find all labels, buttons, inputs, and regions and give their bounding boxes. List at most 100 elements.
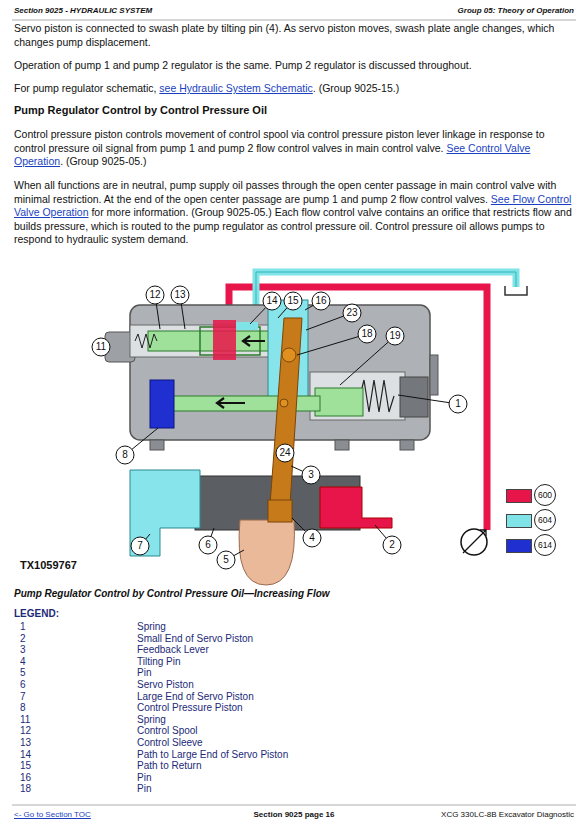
legend-text: Path to Large End of Servo Piston (137, 749, 288, 760)
legend-text: Tilting Pin (137, 656, 181, 667)
legend-text: Large End of Servo Piston (137, 691, 254, 702)
paragraph: <- Go to Section TOC (14, 810, 164, 820)
text: . (Group 9025-05.) (60, 155, 146, 167)
text: . (Group 9025-15.) (313, 82, 399, 94)
leader-line (297, 337, 358, 355)
legend-text: Path to Return (137, 760, 201, 771)
callout-number: 3 (302, 468, 320, 482)
leader-line (398, 395, 449, 403)
paragraph: Control pressure piston controls movemen… (14, 128, 574, 169)
legend-swatch (506, 489, 532, 503)
callout-circle (386, 327, 404, 345)
leader-line (181, 304, 185, 329)
callout-number: 23 (343, 306, 361, 320)
text: <- Go to Section TOC (14, 810, 91, 819)
leader-line (305, 305, 313, 310)
callout-number: 16 (312, 294, 330, 308)
callout-circle (449, 395, 467, 413)
control-pressure-piston (150, 380, 174, 428)
leader-line (375, 525, 386, 538)
foot (150, 440, 164, 450)
legend-number: 1 (20, 621, 26, 632)
legend-number: 614 (534, 534, 556, 556)
callout-circle (171, 286, 189, 304)
path-large-end (236, 322, 258, 330)
legend-text: Control Spool (137, 725, 198, 736)
callout-circle (217, 551, 235, 569)
callout-circle (116, 446, 134, 464)
callout-circle (199, 536, 217, 554)
text: Section 9025 page 16 (254, 810, 335, 819)
pump-arrow (463, 530, 486, 553)
legend-text: Control Pressure Piston (137, 702, 243, 713)
paragraph: When all functions are in neutral, pump … (14, 179, 574, 247)
tilting-pin (268, 500, 292, 522)
legend-text: Pin (137, 783, 151, 794)
paragraph: For pump regulator schematic, see Hydrau… (14, 82, 574, 96)
legend-number: 5 (20, 667, 26, 678)
pin (239, 520, 294, 585)
tank-symbol (505, 286, 527, 295)
callout-circle (312, 292, 330, 310)
callout-number: 19 (386, 329, 404, 343)
callout-number: 5 (217, 553, 235, 567)
large-end (130, 470, 200, 556)
foot (335, 440, 349, 450)
legend-number: 12 (20, 725, 31, 736)
legend-text: Spring (137, 714, 166, 725)
callout-number: 1 (449, 397, 467, 411)
spring (360, 380, 394, 412)
legend-text: Control Sleeve (137, 737, 203, 748)
legend-number: 7 (20, 691, 26, 702)
paragraph: Operation of pump 1 and pump 2 regulator… (14, 59, 574, 73)
callout-circle (383, 536, 401, 554)
legend-number: 16 (20, 772, 31, 783)
leader-line (340, 342, 388, 385)
text: Operation of pump 1 and pump 2 regulator… (14, 59, 472, 71)
text: for more information. (Group 9025-05.) E… (14, 206, 572, 245)
foot (400, 440, 414, 450)
callout-number: 8 (116, 448, 134, 462)
legend-text: Small End of Servo Piston (137, 633, 253, 644)
legend-number: 8 (20, 702, 26, 713)
callout-circle (146, 286, 164, 304)
leader-line (291, 466, 303, 471)
paragraph: LEGEND: (14, 607, 214, 621)
text: LEGEND: (14, 608, 59, 619)
callout-number: 12 (146, 288, 164, 302)
legend-number: 18 (20, 783, 31, 794)
legend-text: Spring (137, 621, 166, 632)
callout-number: 4 (303, 531, 321, 545)
cap (430, 355, 438, 395)
small-end (320, 487, 392, 528)
legend-number: 3 (20, 644, 26, 655)
figure-caption: Pump Regulator Control by Control Pressu… (14, 587, 330, 601)
leader-line (146, 534, 150, 539)
piston-bore (310, 372, 405, 420)
rule (12, 805, 576, 806)
paragraph: Servo piston is connected to swash plate… (14, 22, 574, 49)
callout-number: 13 (171, 288, 189, 302)
text: When all functions are in neutral, pump … (14, 179, 556, 205)
pressure-chamber (213, 320, 236, 360)
pump-symbol (461, 529, 487, 555)
text: TX1059767 (20, 559, 77, 571)
legend-swatch (506, 539, 532, 553)
paragraph: Section 9025 page 16 (190, 810, 398, 820)
legend-number: 6 (20, 679, 26, 690)
pin-24 (280, 399, 288, 407)
callout-circle (284, 292, 302, 310)
paragraph: Section 9025 - HYDRAULIC SYSTEM (14, 6, 314, 16)
feedback-lever (270, 318, 302, 505)
callout-number: 24 (276, 446, 294, 460)
leader-line (211, 528, 214, 537)
callout-number: 15 (284, 294, 302, 308)
leader-line (278, 308, 287, 318)
legend-number: 11 (20, 714, 30, 725)
legend-text: Pin (137, 772, 151, 783)
callout-circle (131, 537, 149, 555)
text: For pump regulator schematic, (14, 82, 156, 94)
callout-number: 18 (358, 327, 376, 341)
leader-line (250, 308, 266, 324)
